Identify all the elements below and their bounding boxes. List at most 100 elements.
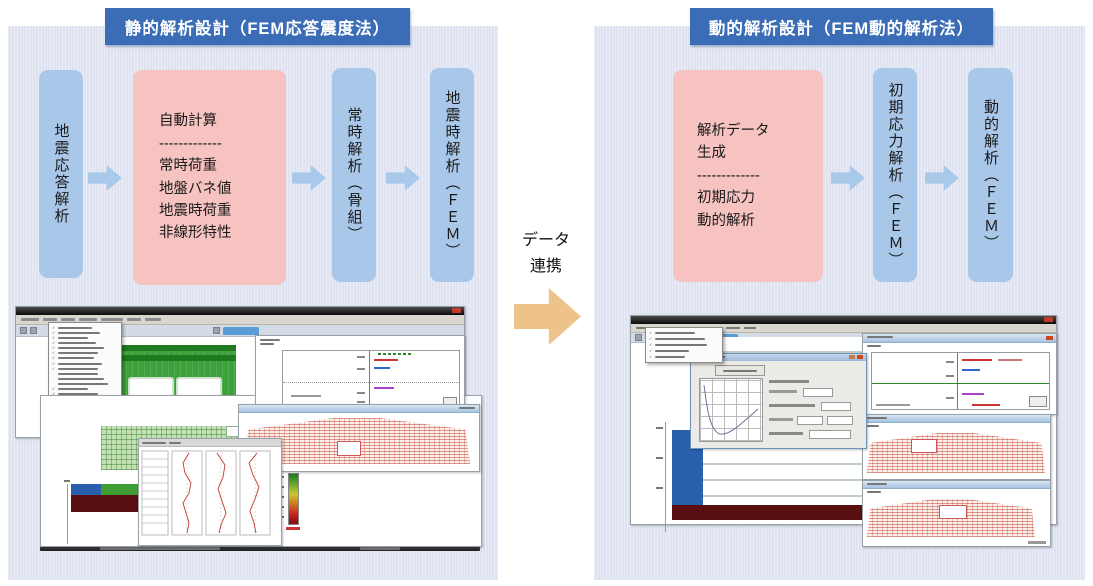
culvert-cell: [911, 439, 937, 453]
close-icon: [857, 355, 863, 359]
flow-box-analysis-data-generation: 解析データ 生成 ------------- 初期応力 動的解析: [673, 70, 823, 282]
annotation-gray: [876, 404, 910, 406]
static-panel-title: 静的解析設計（FEM応答震度法）: [105, 8, 410, 45]
text-line: [867, 425, 879, 427]
toolbar: [16, 325, 464, 337]
soil-layer-maroon: [672, 505, 874, 520]
text-line: [43, 318, 57, 321]
text-line: [636, 327, 652, 329]
check-icon: ✓: [649, 342, 653, 347]
annotation-red: [962, 359, 992, 361]
axis-tick-label: [946, 375, 954, 377]
close-icon: [452, 308, 461, 313]
minimize-icon: [849, 355, 855, 359]
settings-dialog: [690, 353, 867, 449]
graph-axis: [369, 351, 370, 408]
text-line: [260, 343, 274, 345]
result-color-legend: [288, 473, 299, 525]
window-titlebar: [239, 405, 479, 413]
menu-item: ✓: [52, 334, 118, 340]
fem-mesh-window: [862, 414, 1051, 480]
close-icon: [1046, 336, 1053, 340]
text-line: [79, 318, 97, 321]
check-icon: ✓: [52, 334, 56, 340]
menu-item: ✓: [52, 340, 118, 345]
annotation-purple: [962, 393, 984, 395]
form-label: [769, 390, 797, 393]
fem-mesh-window: [862, 480, 1051, 547]
status-text: [1028, 541, 1046, 544]
check-icon: ✓: [649, 348, 653, 353]
axis-tick-label: [357, 356, 365, 358]
axis-tick-label: [946, 397, 954, 399]
form-label: [769, 432, 803, 435]
text-line: [867, 417, 887, 419]
menu-item: ✓: [649, 337, 719, 341]
menu-item: ✓: [52, 329, 118, 335]
static-software-screenshot: ✓ ✓ ✓ ✓ ✓ ✓ ✓ ✓ ✓ ✓ ✓ ✓ ✓ ✓: [15, 306, 482, 554]
dropdown-menu: ✓ ✓ ✓ ✓ ✓: [645, 327, 723, 363]
axis-tick-label: [357, 368, 365, 370]
legend-caption: [286, 527, 300, 530]
menu-item: ✓: [649, 355, 719, 359]
check-icon: ✓: [52, 324, 56, 330]
menu-item: ✓: [52, 346, 118, 350]
axis-tick: [656, 427, 663, 429]
flow-box-initial-stress-fem: 初期応力解析（ＦＥＭ）: [873, 68, 917, 282]
red-fem-mesh: [867, 433, 1045, 473]
axis-tick: [64, 480, 70, 482]
flow-box-seismic-response-analysis: 地震応答解析: [39, 70, 83, 278]
text-line: [169, 441, 181, 444]
view-tab: [223, 326, 259, 335]
culvert-cell: [337, 441, 361, 456]
dynamic-software-screenshot: ✓ ✓ ✓ ✓ ✓: [622, 306, 1057, 548]
dialog-button: [715, 365, 765, 376]
axis-tick-label: [357, 392, 365, 394]
flow-box-seismic-fem-analysis: 地震時解析（ＦＥＭ）: [430, 68, 474, 282]
dropdown-menu: ✓ ✓ ✓ ✓ ✓ ✓ ✓ ✓ ✓ ✓ ✓ ✓ ✓ ✓: [48, 322, 122, 400]
check-icon: ✓: [52, 345, 56, 351]
menu-item: ✓: [52, 387, 118, 391]
fem-mesh-window: [238, 404, 480, 472]
close-icon: [1044, 317, 1053, 322]
text-line: [61, 318, 75, 321]
soil-column: [64, 480, 139, 544]
data-link-arrow-icon: [514, 288, 581, 345]
form-input: [809, 430, 851, 439]
window-titlebar: [16, 307, 464, 315]
menu-item: ✓: [52, 351, 118, 355]
dynamic-panel-title: 動的解析設計（FEM動的解析法）: [690, 8, 993, 45]
annotation-red: [972, 404, 1000, 406]
menu-item: ✓: [52, 324, 118, 330]
axis-tick: [656, 487, 663, 489]
annotation-purple: [374, 387, 394, 389]
annotation-green: [378, 353, 412, 355]
text-line: [142, 441, 166, 444]
annotation-red: [374, 359, 398, 361]
menu-item: ✓: [649, 331, 719, 335]
graph-window: [862, 333, 1057, 415]
text-line: [21, 318, 39, 321]
soil-layer-maroon: [71, 495, 139, 512]
check-icon: ✓: [649, 336, 653, 341]
soil-band: [114, 345, 236, 351]
menu-item: ✓: [649, 349, 719, 353]
data-link-label: データ 連携: [521, 232, 570, 275]
form-input: [821, 402, 851, 411]
toolbar-icon: [20, 327, 27, 334]
graph-green-line: [872, 383, 1049, 384]
window-titlebar: [631, 316, 1056, 324]
menu-bar: [16, 315, 464, 325]
text-line: [726, 327, 740, 329]
check-icon: ✓: [52, 329, 56, 335]
depth-profile-charts: [141, 450, 271, 536]
text-line: [459, 407, 475, 409]
menu-item: ✓: [52, 366, 118, 371]
menu-item: ✓: [52, 356, 118, 360]
menu-item: ✓: [52, 392, 118, 396]
text-line: [127, 318, 141, 321]
toolbar-icon: [30, 327, 37, 334]
axis-line: [665, 422, 666, 532]
check-icon: ✓: [52, 391, 56, 397]
